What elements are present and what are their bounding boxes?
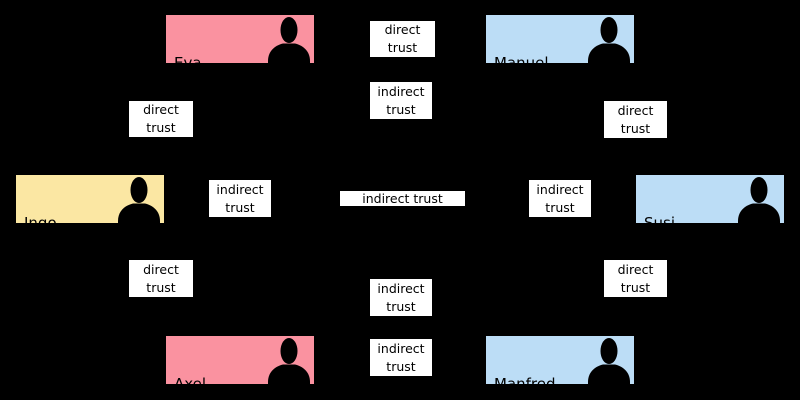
- trust-label-upper-right: direct trust: [604, 101, 667, 138]
- trust-label-text: direct trust: [617, 102, 654, 136]
- person-label: Manuel Stranger: [494, 21, 559, 64]
- trust-label-middle-center: indirect trust: [340, 191, 465, 206]
- person-silhouette-icon: [267, 17, 311, 63]
- trust-label-lower-left: direct trust: [129, 260, 193, 297]
- trust-label-middle-right: indirect trust: [529, 180, 591, 217]
- person-name: Manuel: [494, 54, 549, 64]
- person-name: Ingo: [24, 214, 57, 224]
- person-label: Eva Friend: [174, 21, 220, 64]
- person-name: Eva: [174, 54, 202, 64]
- trust-label-lower-right: direct trust: [604, 260, 667, 297]
- person-silhouette-icon: [737, 177, 781, 223]
- person-label: Susi Stranger: [644, 181, 709, 224]
- trust-label-text: indirect trust: [377, 83, 425, 117]
- trust-label-text: indirect trust: [362, 191, 443, 206]
- trust-label-bottom-center: indirect trust: [370, 339, 432, 376]
- trust-label-upper-left: direct trust: [129, 101, 193, 137]
- person-box-manuel: Manuel Stranger: [486, 15, 634, 63]
- trust-label-text: indirect trust: [216, 181, 264, 215]
- trust-label-upper-center: indirect trust: [370, 82, 432, 119]
- trust-label-text: indirect trust: [536, 181, 584, 215]
- trust-label-text: direct trust: [617, 261, 654, 295]
- trust-label-text: direct trust: [143, 261, 179, 295]
- person-silhouette-icon: [587, 17, 631, 63]
- person-box-ingo: Ingo Myself: [16, 175, 164, 223]
- person-box-susi: Susi Stranger: [636, 175, 784, 223]
- trust-label-text: direct trust: [143, 102, 179, 135]
- person-silhouette-icon: [267, 338, 311, 384]
- person-name: Manfred: [494, 375, 556, 385]
- person-label: Ingo Myself: [24, 181, 72, 224]
- person-label: Manfred Stranger: [494, 342, 559, 385]
- person-name: Axel: [174, 375, 207, 385]
- trust-label-top-center: direct trust: [370, 21, 435, 57]
- trust-label-text: indirect trust: [377, 340, 425, 374]
- person-label: Axel Friend: [174, 342, 220, 385]
- person-box-axel: Axel Friend: [166, 336, 314, 384]
- person-silhouette-icon: [117, 177, 161, 223]
- trust-label-lower-center: indirect trust: [370, 279, 432, 316]
- person-box-manfred: Manfred Stranger: [486, 336, 634, 384]
- trust-label-text: direct trust: [384, 22, 421, 55]
- trust-label-middle-left: indirect trust: [209, 180, 271, 217]
- person-name: Susi: [644, 214, 676, 224]
- person-silhouette-icon: [587, 338, 631, 384]
- trust-label-text: indirect trust: [377, 280, 425, 314]
- person-box-eva: Eva Friend: [166, 15, 314, 63]
